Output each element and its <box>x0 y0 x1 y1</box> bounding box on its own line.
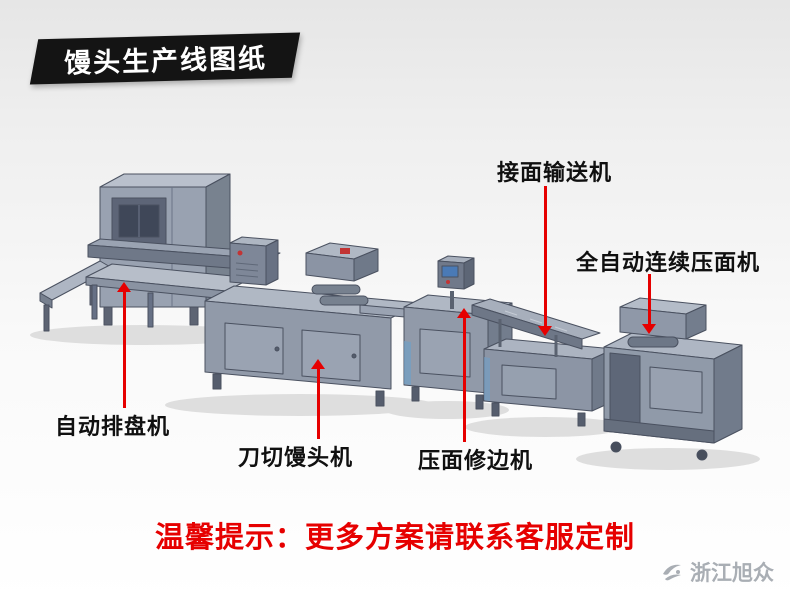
machine-press-trimmer <box>403 255 513 410</box>
brand-logo-icon <box>663 564 681 581</box>
control-box <box>229 236 279 286</box>
leader-line-continuous-press <box>648 274 651 324</box>
leader-line-knife-cutter <box>317 369 320 439</box>
leader-line-tray-arranger <box>123 292 126 408</box>
label-belt-conveyor: 接面输送机 <box>497 160 613 185</box>
title-banner: 馒头生产线图纸 <box>29 32 301 85</box>
roller-assembly <box>305 242 417 319</box>
brand-watermark: 浙江旭众 <box>659 557 774 587</box>
arrow-up-icon <box>457 308 471 318</box>
arrow-up-icon <box>117 282 131 292</box>
machine-tray-arranger <box>39 173 281 332</box>
ground-shadows <box>30 325 760 470</box>
label-press-trimmer: 压面修边机 <box>418 448 534 473</box>
label-knife-cutter: 刀切馒头机 <box>238 445 354 470</box>
label-tray-arranger: 自动排盘机 <box>55 414 171 439</box>
notice-text: 温馨提示：更多方案请联系客服定制 <box>154 522 635 554</box>
leader-line-press-trimmer <box>463 318 466 442</box>
machine-belt-cabinet <box>483 338 615 427</box>
arrow-down-icon <box>538 326 552 336</box>
label-continuous-press: 全自动连续压面机 <box>576 250 761 275</box>
machine-continuous-press <box>603 297 743 461</box>
arrow-down-icon <box>642 324 656 334</box>
title-text: 馒头生产线图纸 <box>63 43 267 79</box>
machine-knife-cutter <box>204 285 421 407</box>
production-line-illustration <box>30 173 760 470</box>
leader-line-belt-conveyor <box>544 186 547 326</box>
arrow-up-icon <box>311 359 325 369</box>
brand-name: 浙江旭众 <box>690 562 774 585</box>
